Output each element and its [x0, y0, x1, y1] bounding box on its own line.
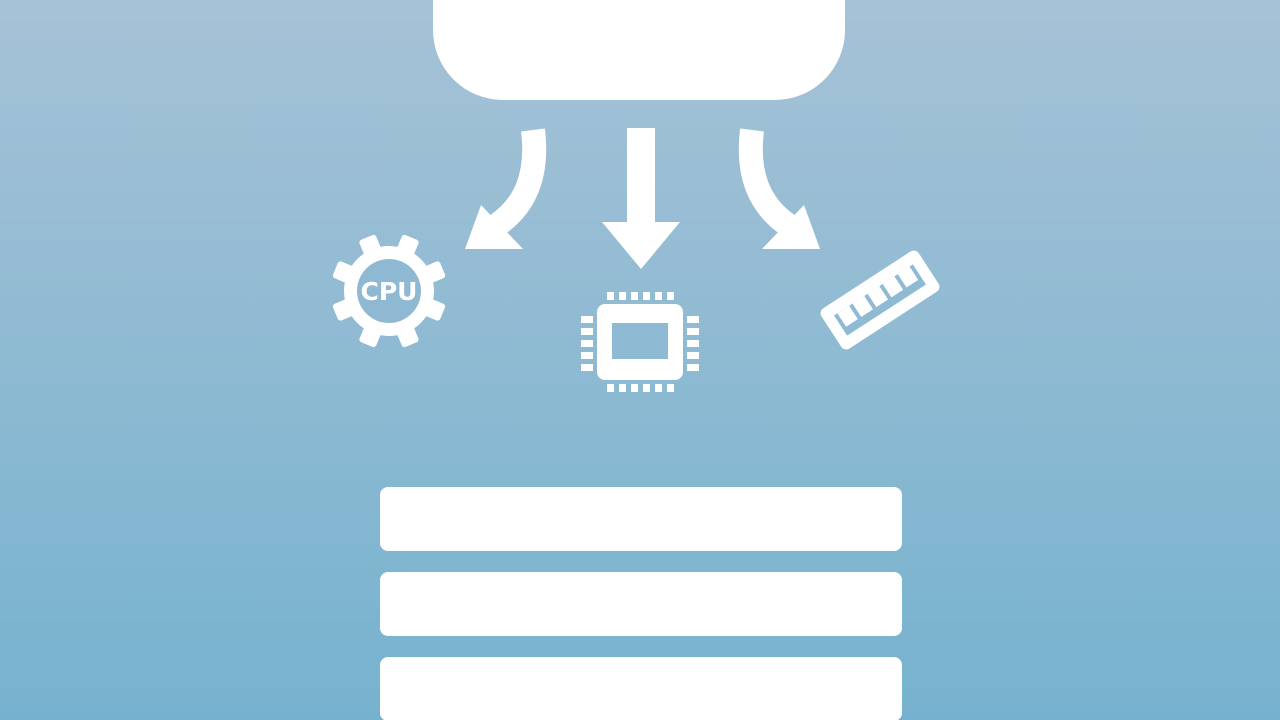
chip-pin: [687, 328, 699, 335]
arrow-down-icon: [602, 128, 680, 269]
chip-pin: [687, 340, 699, 347]
chip-pin: [655, 292, 662, 300]
chip-pin: [643, 292, 650, 300]
chip-pin: [687, 316, 699, 323]
chip-pin: [667, 384, 674, 392]
cloud-icon: [433, 0, 845, 100]
chip-pin: [687, 352, 699, 359]
chip-pin: [581, 328, 593, 335]
chip-pin: [667, 292, 674, 300]
cpu-label: CPU: [361, 277, 418, 306]
storage-bar: [380, 487, 902, 551]
chip-pin: [581, 352, 593, 359]
chip-pin: [581, 364, 593, 371]
chip-pin: [619, 292, 626, 300]
chip-icon: [581, 292, 699, 392]
chip-pin: [687, 364, 699, 371]
chip-pin: [619, 384, 626, 392]
ram-icon: [820, 250, 940, 350]
chip-pin: [631, 292, 638, 300]
chip-pin: [643, 384, 650, 392]
chip-pin: [581, 316, 593, 323]
chip-pin: [581, 340, 593, 347]
storage-bar: [380, 572, 902, 636]
gear-icon: CPU: [332, 234, 446, 348]
chip-pin: [655, 384, 662, 392]
chip-pin: [607, 292, 614, 300]
curved-arrow-left-icon: [465, 128, 547, 249]
chip-pin: [607, 384, 614, 392]
storage-bar: [380, 657, 902, 720]
curved-arrow-right-icon: [738, 128, 820, 249]
chip-pin: [631, 384, 638, 392]
